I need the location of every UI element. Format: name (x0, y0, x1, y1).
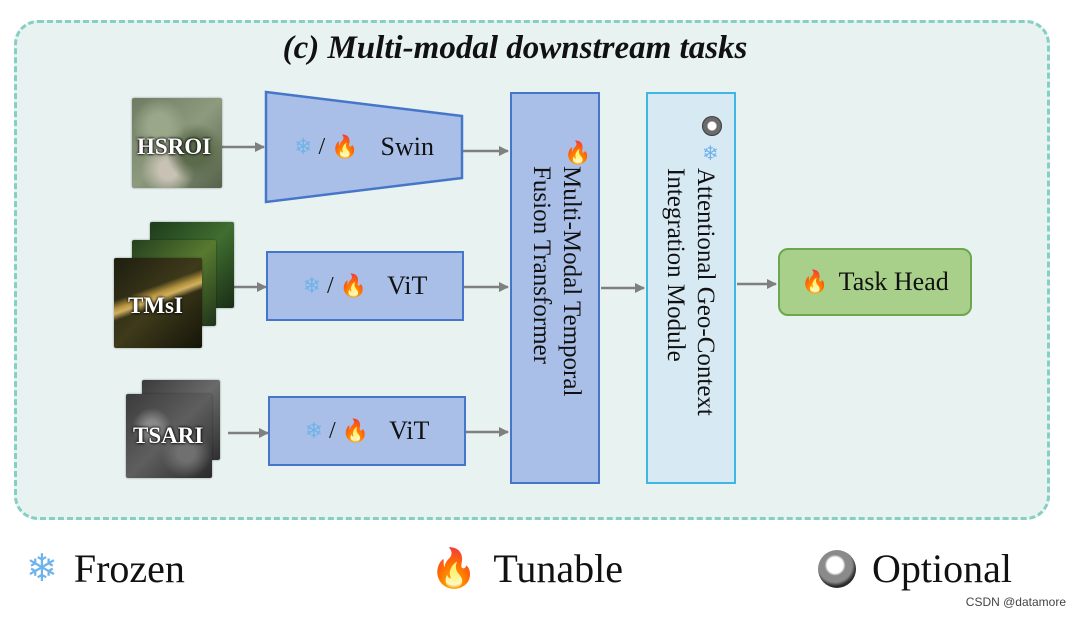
tmsi-image (114, 258, 202, 348)
fusion-line-2: Fusion Transformer (528, 166, 555, 364)
encoder-separator: / (318, 133, 326, 160)
fusion-line-1: Multi-Modal Temporal (558, 166, 585, 397)
legend-frozen: ❄ Frozen (26, 545, 185, 592)
encoder-name-vit: ViT (387, 271, 428, 300)
diagram-title: (c) Multi-modal downstream tasks (282, 30, 748, 66)
snowflake-icon: ❄ (702, 143, 719, 165)
vit-encoder-tmsi: ❄ / 🔥 ViT (266, 251, 464, 321)
geo-line-1: Attentional Geo-Context (692, 168, 719, 416)
hsroi-image (132, 98, 222, 188)
legend-frozen-label: Frozen (73, 546, 185, 591)
fire-icon: 🔥 (430, 547, 478, 590)
swin-encoder-shape (264, 90, 464, 204)
fire-icon: 🔥 (339, 273, 368, 298)
legend-optional-label: Optional (872, 546, 1012, 591)
fire-icon: 🔥 (341, 418, 370, 443)
snowflake-icon: ❄ (304, 418, 324, 443)
ring-icon (818, 549, 856, 588)
task-head-label: Task Head (838, 267, 949, 296)
fire-icon: 🔥 (801, 269, 829, 294)
watermark: CSDN @datamore (965, 595, 1066, 609)
fire-icon: 🔥 (331, 134, 359, 159)
encoder-separator: / (327, 272, 334, 299)
legend-tunable: 🔥 Tunable (430, 545, 623, 592)
snowflake-icon: ❄ (302, 273, 322, 298)
legend-tunable-label: Tunable (493, 546, 623, 591)
tsari-image (126, 394, 212, 478)
snowflake-icon: ❄ (26, 547, 58, 590)
fire-icon: 🔥 (564, 140, 592, 165)
geo-context-text: Attentional Geo-Context Integration Modu… (660, 168, 720, 416)
fusion-text: Multi-Modal Temporal Fusion Transformer (526, 166, 586, 396)
fusion-transformer-box: 🔥 Multi-Modal Temporal Fusion Transforme… (510, 92, 600, 484)
snowflake-icon: ❄ (294, 134, 313, 159)
swin-encoder: ❄ / 🔥 Swin (264, 90, 464, 204)
tsari-label: TSARI (133, 423, 204, 448)
vit-encoder-tsari: ❄ / 🔥 ViT (268, 396, 466, 466)
encoder-name-swin: Swin (380, 132, 434, 161)
geo-line-2: Integration Module (662, 168, 689, 362)
legend-optional: Optional (818, 545, 1012, 592)
encoder-name-vit: ViT (389, 416, 430, 445)
geo-context-box: ❄ Attentional Geo-Context Integration Mo… (646, 92, 736, 484)
hsroi-label: HSROI (137, 134, 212, 159)
tmsi-label: TMsI (128, 293, 183, 318)
task-head-box: 🔥 Task Head (778, 248, 972, 316)
ring-icon (702, 116, 722, 136)
encoder-separator: / (329, 417, 336, 444)
